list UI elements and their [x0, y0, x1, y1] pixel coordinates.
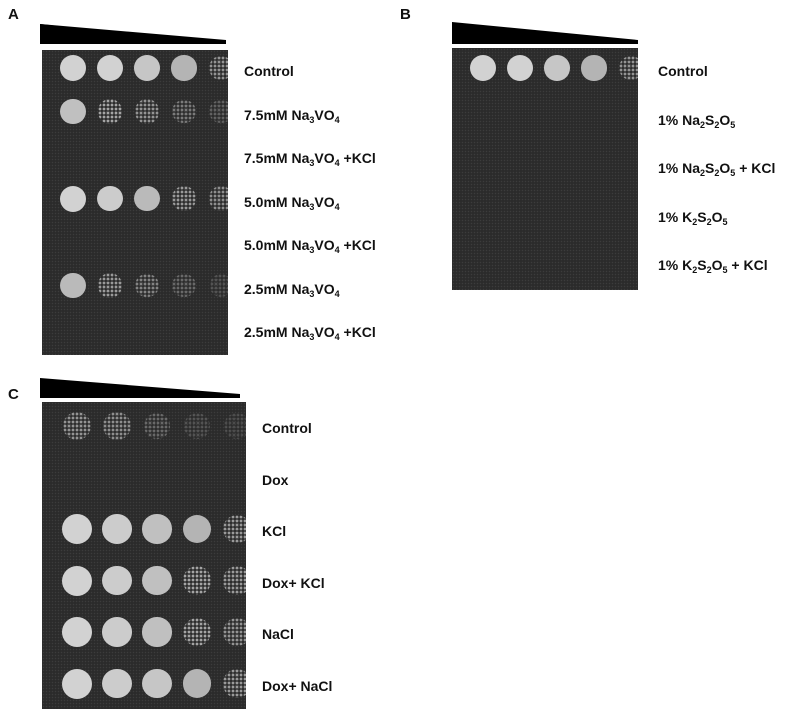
colony-spot [102, 565, 132, 596]
colony-spot [209, 99, 228, 124]
plate-c [42, 402, 246, 709]
colony-spot [182, 566, 212, 595]
row-label: 2.5mM Na3VO4 +KCl [244, 324, 376, 342]
colony-spot [134, 55, 160, 81]
colony-spot [182, 669, 212, 698]
plate-a [42, 50, 228, 355]
colony-spot [182, 514, 212, 544]
row-label: 5.0mM Na3VO4 [244, 193, 340, 212]
colony-spot [134, 185, 160, 212]
colony-spot [142, 514, 172, 544]
row-label: 2.5mM Na3VO4 [244, 280, 340, 299]
colony-spot [171, 55, 197, 81]
colony-spot [142, 617, 172, 647]
row-label: NaCl [262, 626, 294, 642]
colony-spot [183, 412, 211, 440]
row-label: 1% K2S2O5 [658, 208, 728, 227]
row-label: 1% Na2S2O5 [658, 111, 736, 130]
colony-spot [223, 618, 246, 646]
colony-spot [102, 514, 132, 544]
colony-spot [142, 565, 172, 596]
dilution-wedge-c [40, 378, 240, 398]
colony-spot [143, 412, 171, 440]
plate-b [452, 48, 638, 290]
colony-spot [544, 55, 570, 81]
row-label: KCl [262, 523, 287, 539]
colony-spot [581, 55, 607, 81]
colony-spot [172, 273, 196, 298]
row-label: Control [658, 63, 708, 79]
colony-spot [102, 668, 132, 699]
colony-spot [208, 186, 228, 211]
colony-spot [60, 55, 86, 81]
colony-spot [470, 55, 496, 81]
row-label: Control [262, 420, 312, 436]
colony-spot [172, 99, 196, 124]
colony-spot [224, 413, 246, 439]
colony-spot [62, 668, 92, 699]
colony-spot [142, 668, 172, 699]
panel-letter-b: B [400, 6, 411, 23]
colony-spot [60, 98, 86, 125]
panel-letter-a: A [8, 6, 19, 23]
colony-spot [62, 514, 92, 544]
colony-spot [209, 274, 228, 297]
row-label: Dox [262, 471, 289, 488]
colony-spot [222, 669, 246, 698]
row-label: Control [244, 63, 294, 79]
row-label: Dox+ KCl [262, 574, 325, 591]
colony-spot [63, 412, 91, 440]
row-label: 5.0mM Na3VO4 +KCl [244, 237, 376, 255]
colony-spot [222, 566, 246, 595]
colony-spot [97, 55, 123, 81]
dilution-wedge-b [452, 22, 638, 44]
colony-spot [618, 55, 638, 81]
colony-spot [182, 617, 212, 647]
colony-spot [208, 55, 228, 81]
colony-spot [135, 273, 159, 298]
colony-spot [62, 617, 92, 647]
colony-spot [222, 514, 246, 544]
colony-spot [97, 99, 123, 124]
row-label: 1% Na2S2O5 + KCl [658, 160, 776, 178]
colony-spot [102, 617, 132, 647]
colony-spot [171, 186, 197, 211]
colony-spot [134, 99, 160, 124]
colony-spot [97, 273, 123, 298]
panel-letter-c: C [8, 386, 19, 403]
colony-spot [103, 412, 131, 440]
row-label: 7.5mM Na3VO4 [244, 106, 340, 125]
row-label: Dox+ NaCl [262, 677, 333, 694]
colony-spot [60, 272, 86, 299]
colony-spot [60, 185, 86, 212]
row-label: 7.5mM Na3VO4 +KCl [244, 150, 376, 168]
colony-spot [507, 55, 533, 81]
dilution-wedge-a [40, 20, 226, 44]
colony-spot [62, 565, 92, 596]
colony-spot [97, 185, 123, 212]
row-label: 1% K2S2O5 + KCl [658, 257, 768, 275]
